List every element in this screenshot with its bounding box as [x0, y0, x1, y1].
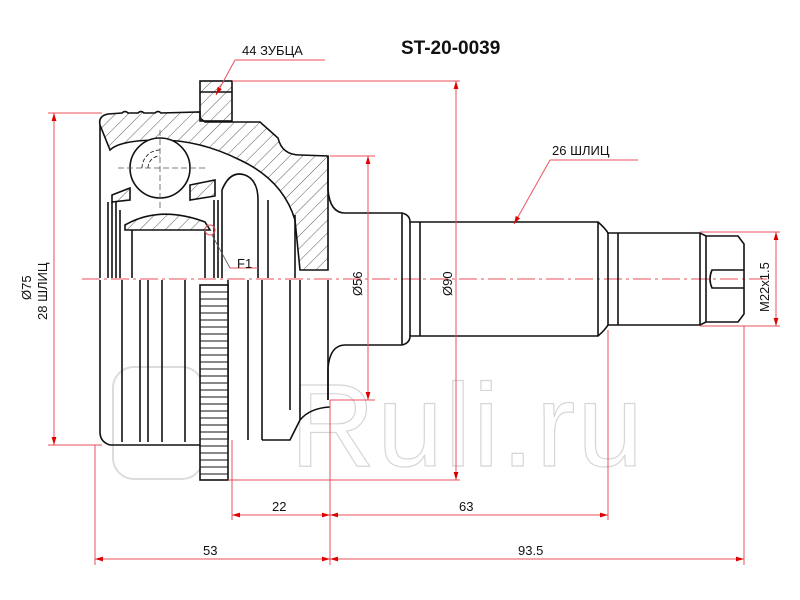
part-number-title: ST-20-0039	[401, 38, 501, 59]
length-63-label: 63	[459, 499, 474, 514]
length-22-label: 22	[272, 499, 287, 514]
dimension-lines	[48, 59, 780, 565]
abs-ring-diameter-label: Ø90	[440, 271, 455, 296]
shaft-splines-callout: 26 ШЛИЦ	[552, 143, 610, 158]
teeth-callout: 44 ЗУБЦА	[242, 43, 303, 58]
flange-diameter-label: Ø56	[350, 271, 365, 296]
abs-ring	[199, 284, 229, 481]
inner-splines-label: 28 ШЛИЦ	[35, 262, 50, 320]
f1-callout: F1	[237, 256, 253, 271]
stub-shaft	[327, 156, 745, 400]
length-93-5-label: 93.5	[518, 543, 544, 558]
thread-label: M22x1.5	[757, 262, 772, 312]
watermark-text: Ruli.ru	[289, 359, 645, 492]
ball	[118, 130, 205, 210]
inner-race	[107, 173, 296, 278]
outer-diameter-label: Ø75	[19, 275, 34, 300]
length-53-label: 53	[203, 543, 218, 558]
